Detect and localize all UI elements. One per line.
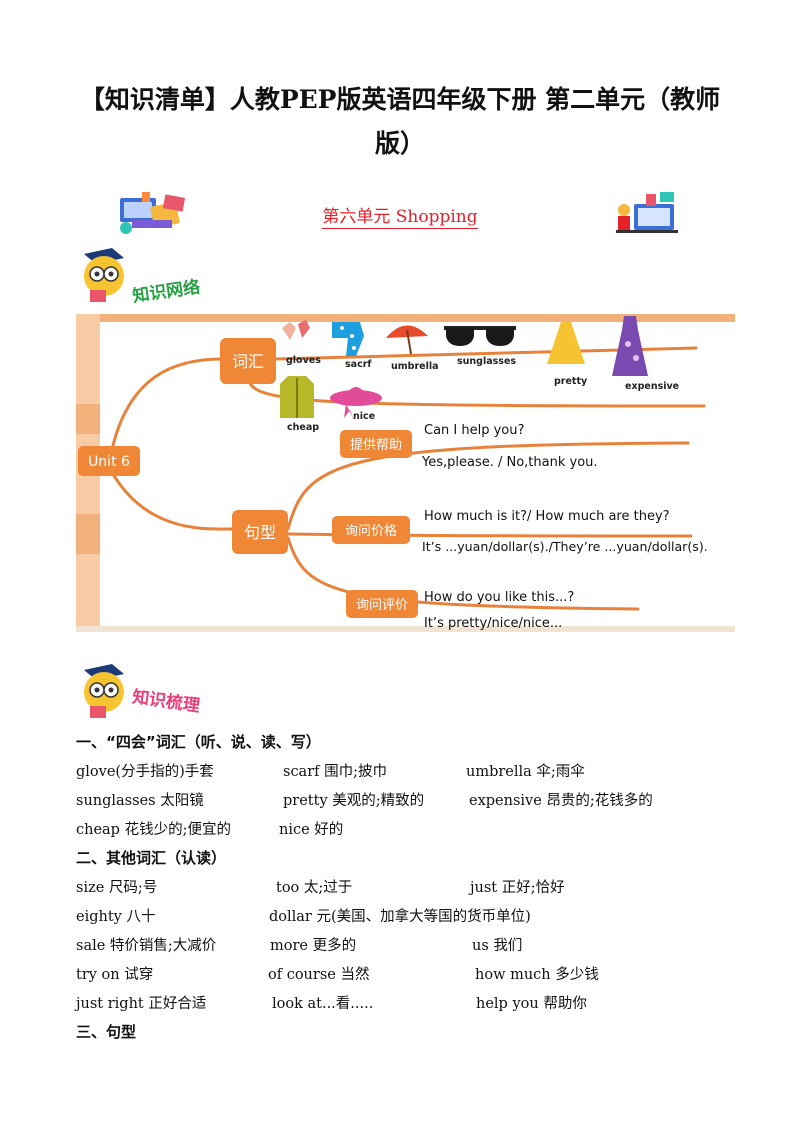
owl-mascot-icon: [84, 664, 124, 718]
sticker-summary-label: 知识梳理: [130, 686, 201, 716]
hat-icon: [330, 387, 382, 420]
vocab-label-pretty: pretty: [554, 376, 588, 387]
opinion-node: [346, 590, 418, 618]
vocab-item: how much 多少钱: [475, 967, 599, 983]
vocab2-row: sale 特价销售;大减价 more 更多的 us 我们: [76, 934, 776, 958]
mind-map: gloves sacrf umbrella sunglasses pretty …: [76, 314, 735, 632]
vocab-item: try on 试穿: [76, 967, 154, 983]
vocab-item: scarf 围巾;披巾: [283, 764, 387, 780]
mascot-network: 知识网络: [84, 248, 201, 307]
vocab2-row: just right 正好合适 look at...看..... help yo…: [76, 992, 776, 1016]
title-line-1: 【知识清单】人教PEP版英语四年级下册 第二单元（教师: [79, 85, 721, 114]
help-node: [340, 430, 412, 458]
help-answer: Yes,please. / No,thank you.: [421, 455, 598, 470]
vocab-label-gloves: gloves: [286, 355, 321, 366]
vocab-label-umbrella: umbrella: [391, 361, 439, 372]
vocab2-row: try on 试穿 of course 当然 how much 多少钱: [76, 963, 776, 987]
vocab-item: too 太;过于: [276, 880, 353, 896]
vocab-label-expensive: expensive: [625, 381, 679, 392]
sentence-node-label: 句型: [244, 523, 276, 542]
gown-icon: [612, 316, 648, 376]
vocab-item: just 正好;恰好: [470, 880, 565, 896]
jacket-icon: [280, 376, 314, 418]
sunglasses-icon: [444, 326, 516, 346]
unit-heading: 第六单元 Shopping: [322, 207, 478, 229]
gloves-icon: [282, 320, 310, 340]
vocab-item: sale 特价销售;大减价: [76, 938, 217, 954]
document-title: 【知识清单】人教PEP版英语四年级下册 第二单元（教师 版）: [60, 78, 740, 166]
vocab-item: help you 帮助你: [476, 996, 587, 1012]
vocab1-row: sunglasses 太阳镜 pretty 美观的;精致的 expensive …: [76, 789, 776, 813]
title-line-2: 版）: [374, 129, 425, 158]
section-heading-3: 三、句型: [76, 1023, 137, 1041]
vocab-item: look at...看.....: [272, 996, 374, 1012]
dress-icon: [547, 322, 585, 364]
vocab1-row: glove(分手指的)手套 scarf 围巾;披巾 umbrella 伞;雨伞: [76, 760, 776, 784]
vocab-item: sunglasses 太阳镜: [76, 793, 204, 809]
umbrella-icon: [386, 325, 428, 355]
vocab-item: size 尺码;号: [76, 880, 158, 896]
help-question: Can I help you?: [424, 423, 524, 438]
vocab-label-nice: nice: [353, 411, 375, 422]
study-illustration-right: [616, 192, 678, 233]
vocab-item: more 更多的: [270, 938, 357, 954]
study-illustration-left: [120, 192, 186, 234]
vocab2-row: size 尺码;号 too 太;过于 just 正好;恰好: [76, 876, 776, 900]
vocab-item: pretty 美观的;精致的: [283, 793, 425, 809]
root-node: [78, 446, 140, 476]
vocab-node-label: 词汇: [232, 352, 264, 371]
vocab-item: expensive 昂贵的;花钱多的: [469, 793, 653, 809]
vocab-label-scarf: sacrf: [345, 359, 372, 370]
scarf-icon: [332, 322, 364, 356]
vocab-item: of course 当然: [268, 967, 370, 983]
help-node-label: 提供帮助: [350, 437, 402, 453]
price-answer: It’s ...yuan/dollar(s)./They’re ...yuan/…: [422, 539, 708, 554]
vocab-item: cheap 花钱少的;便宜的: [76, 822, 231, 838]
vocab-item: just right 正好合适: [76, 996, 207, 1012]
vocab-item: umbrella 伞;雨伞: [466, 764, 585, 780]
vocab-item: dollar 元(美国、加拿大等国的货币单位): [269, 909, 531, 925]
vocab2-row: eighty 八十 dollar 元(美国、加拿大等国的货币单位): [76, 905, 776, 929]
opinion-answer: It’s pretty/nice/nice...: [424, 616, 562, 631]
price-question: How much is it?/ How much are they?: [424, 509, 670, 524]
opinion-node-label: 询问评价: [356, 598, 408, 613]
vocab-label-sunglasses: sunglasses: [457, 356, 516, 367]
price-node-label: 询问价格: [345, 523, 397, 539]
mascot-summary: 知识梳理: [84, 664, 201, 718]
vocab-item: nice 好的: [279, 822, 344, 838]
opinion-question: How do you like this...?: [424, 590, 574, 605]
sticker-network-label: 知识网络: [130, 276, 201, 306]
owl-mascot-icon: [84, 248, 124, 302]
mindmap-frame-top: [76, 314, 735, 322]
section-heading-1: 一、“四会”词汇（听、说、读、写）: [76, 733, 321, 751]
vocab-item: us 我们: [472, 938, 523, 954]
vocab1-row: cheap 花钱少的;便宜的 nice 好的: [76, 818, 776, 842]
sentence-node: [232, 510, 288, 554]
vocab-label-cheap: cheap: [287, 422, 319, 433]
vocab-item: glove(分手指的)手套: [76, 764, 214, 780]
price-node: [332, 516, 410, 544]
vocab-item: eighty 八十: [76, 909, 156, 925]
root-node-label: Unit 6: [88, 454, 130, 470]
section-heading-2: 二、其他词汇（认读）: [76, 849, 227, 867]
vocab-node: [220, 338, 276, 384]
